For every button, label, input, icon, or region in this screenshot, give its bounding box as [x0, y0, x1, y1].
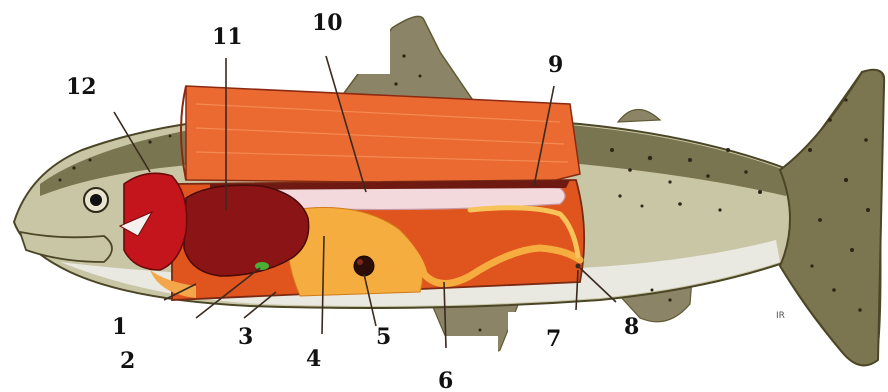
adipose-fin — [618, 109, 660, 122]
spleen — [354, 256, 374, 276]
label-patch-6 — [374, 336, 498, 392]
muscle-flap — [186, 86, 580, 184]
eye-pupil — [90, 194, 102, 206]
vent — [576, 264, 581, 269]
gallbladder — [255, 262, 269, 270]
label-1: 1 — [112, 314, 127, 340]
label-8: 8 — [624, 314, 639, 340]
label-2: 2 — [120, 348, 135, 374]
label-9: 9 — [548, 52, 563, 78]
label-12: 12 — [66, 74, 97, 100]
mouth — [20, 232, 112, 262]
corner-mark: IR — [776, 311, 785, 321]
label-4: 4 — [306, 346, 321, 372]
spleen-highlight — [357, 259, 363, 265]
label-3: 3 — [238, 324, 253, 350]
label-7: 7 — [546, 326, 561, 352]
label-patch-7 — [508, 312, 618, 372]
label-10: 10 — [312, 10, 343, 36]
label-6: 6 — [438, 368, 453, 392]
label-5: 5 — [376, 324, 391, 350]
label-11: 11 — [212, 24, 243, 50]
